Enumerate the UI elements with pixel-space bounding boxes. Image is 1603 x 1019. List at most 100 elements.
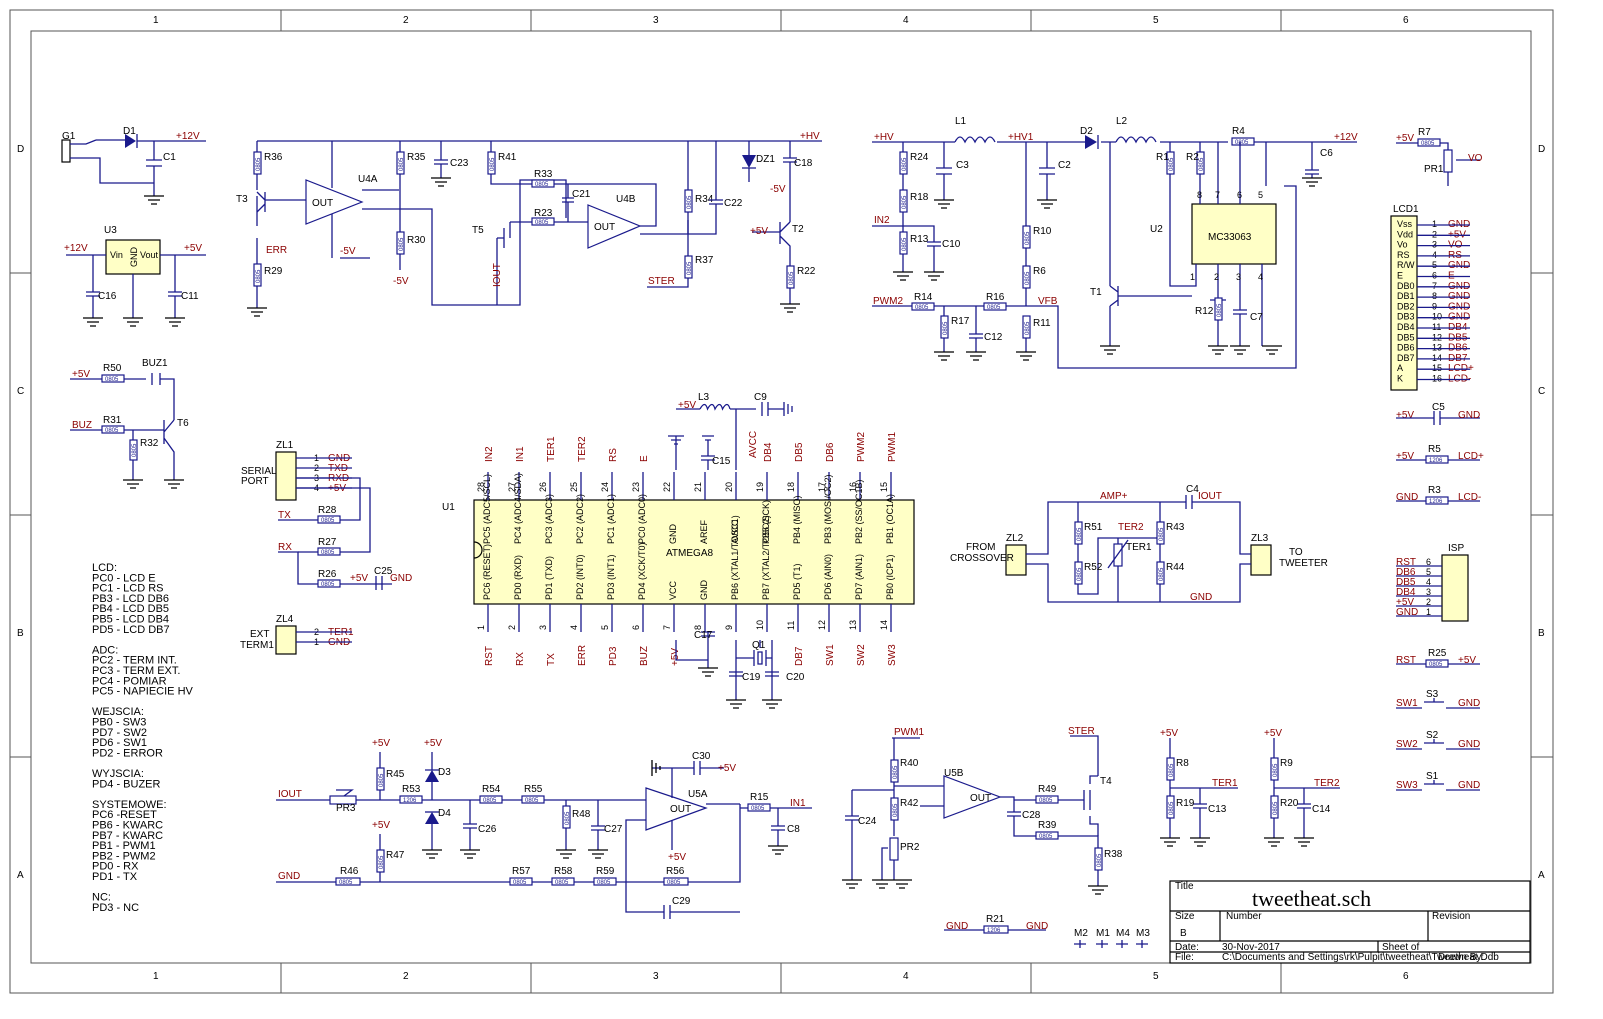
lcd1-pin-num-5: 5 bbox=[1432, 260, 1437, 270]
u1-bottom-pin-name-4: PD2 (INT0) bbox=[575, 554, 585, 600]
r10-package: 0805 bbox=[1025, 231, 1031, 245]
date-value: 30-Nov-2017 bbox=[1222, 942, 1280, 953]
u1-top-pin-name-5: PC1 (ADC1) bbox=[606, 494, 616, 544]
net-12v-u3: +12V bbox=[64, 243, 88, 254]
u5b-opamp bbox=[943, 775, 1002, 819]
r44-resistor bbox=[1156, 561, 1165, 585]
net-5v-c30: +5V bbox=[718, 763, 736, 774]
net-err: ERR bbox=[266, 245, 287, 256]
r37-label: R37 bbox=[695, 255, 714, 266]
r39-package: 0805 bbox=[1039, 834, 1053, 840]
d2-diode bbox=[1085, 135, 1097, 149]
r8-resistor bbox=[1166, 757, 1175, 781]
lcd1-pin-num-3: 3 bbox=[1432, 240, 1437, 250]
isp-net-4: DB4 bbox=[1396, 587, 1416, 598]
u1-bottom-pin-num-14: 14 bbox=[879, 620, 889, 630]
grid-col-bottom-4: 4 bbox=[903, 971, 909, 982]
zl3-connector bbox=[1250, 544, 1272, 576]
r6-label: R6 bbox=[1033, 266, 1046, 277]
r54-package: 0805 bbox=[483, 798, 497, 804]
net-sw3: SW3 bbox=[1396, 780, 1418, 791]
net-12v-top: +12V bbox=[176, 131, 200, 142]
r39-resistor bbox=[1035, 831, 1059, 840]
net-5v-u3: +5V bbox=[184, 243, 202, 254]
r29-resistor bbox=[253, 263, 262, 287]
s1-label: S1 bbox=[1426, 771, 1439, 782]
u1-bottom-pin-name-11: PD5 (T1) bbox=[792, 563, 802, 600]
c27-label: C27 bbox=[604, 824, 623, 835]
number-label: Number bbox=[1226, 911, 1262, 922]
r23-package: 0805 bbox=[535, 220, 549, 226]
r53-resistor bbox=[399, 795, 423, 804]
note-line-26: PB6 - KWARC bbox=[92, 820, 163, 832]
u1-bottom-pin-name-12: PD6 (AIN0) bbox=[823, 554, 833, 600]
c13-label: C13 bbox=[1208, 804, 1227, 815]
r54-resistor bbox=[479, 795, 503, 804]
net-vo: VO bbox=[1468, 153, 1483, 164]
c3-label: C3 bbox=[956, 160, 969, 171]
net-gnd-s2: GND bbox=[1458, 739, 1480, 750]
grid-col-bottom-1: 1 bbox=[153, 971, 159, 982]
note-line-11: PC3 - TERM EXT. bbox=[92, 665, 180, 677]
r52-package: 0805 bbox=[1077, 567, 1083, 581]
title-block: Title tweetheat.sch Size B Number Revisi… bbox=[1169, 880, 1531, 964]
u1-bottom-pin-name-14: PB0 (ICP1) bbox=[885, 554, 895, 600]
r28-label: R28 bbox=[318, 505, 337, 516]
u1-top-net-14: PWM1 bbox=[887, 432, 898, 462]
u4b-opamp bbox=[587, 204, 642, 249]
r8-package: 0805 bbox=[1169, 763, 1175, 777]
u1-bottom-pin-name-2: PD0 (RXD) bbox=[513, 555, 523, 600]
r20-resistor bbox=[1270, 795, 1279, 819]
isp-net-2: DB6 bbox=[1396, 567, 1416, 578]
u4a-ref: U4A bbox=[358, 174, 378, 185]
net-ampp: AMP+ bbox=[1100, 491, 1128, 502]
t4-label: T4 bbox=[1100, 776, 1112, 787]
r26-package: 0805 bbox=[321, 582, 335, 588]
net-5v-l3: +5V bbox=[678, 400, 696, 411]
l3-label: L3 bbox=[698, 392, 710, 403]
u1-top-pin-name-3: PC3 (ADC3) bbox=[544, 494, 554, 544]
c24-label: C24 bbox=[858, 816, 877, 827]
pr1-pot bbox=[1443, 149, 1453, 173]
file-value: C:\Documents and Settings\rk\Pulpit\twee… bbox=[1222, 952, 1499, 963]
r1-package: 0805 bbox=[1169, 157, 1175, 171]
u1-top-pin-num-21: 21 bbox=[693, 482, 703, 492]
d4-diode bbox=[425, 812, 439, 824]
net-pwm1: PWM1 bbox=[894, 727, 924, 738]
r7-label: R7 bbox=[1418, 127, 1431, 138]
m3-mount bbox=[1136, 940, 1148, 948]
grid-row-left-D: D bbox=[17, 144, 24, 155]
r51-package: 0805 bbox=[1077, 527, 1083, 541]
isp-connector bbox=[1441, 554, 1469, 622]
net-gnd-s3: GND bbox=[1458, 698, 1480, 709]
net-iout-u5: IOUT bbox=[278, 789, 302, 800]
r46-label: R46 bbox=[340, 866, 359, 877]
lcd1-pin-name-1: Vss bbox=[1397, 219, 1413, 229]
term-label-1: EXT bbox=[250, 629, 269, 640]
note-line-22: PD4 - BUZER bbox=[92, 778, 161, 790]
u1-top-pin-name-8: AREF bbox=[699, 519, 709, 544]
t1-label: T1 bbox=[1090, 287, 1102, 298]
u1-top-pin-name-12: PB3 (MOSI/OC2) bbox=[823, 474, 833, 544]
u1-top-net-12: DB6 bbox=[825, 442, 836, 462]
r20-package: 0805 bbox=[1273, 801, 1279, 815]
lcd1-pin-num-16: 16 bbox=[1432, 374, 1442, 384]
net-5v-buz: +5V bbox=[72, 369, 90, 380]
r33-package: 0805 bbox=[535, 182, 549, 188]
u1-bottom-pin-num-1: 1 bbox=[476, 625, 486, 630]
u1-top-pin-name-11: PB4 (MISO) bbox=[792, 495, 802, 544]
r49-label: R49 bbox=[1038, 784, 1057, 795]
s3-label: S3 bbox=[1426, 689, 1439, 700]
u1-bottom-pin-name-9: PB6 (XTAL1/TOSC1) bbox=[730, 515, 740, 600]
isp-pin-num-3: 4 bbox=[1426, 577, 1431, 587]
power-input-section: G1 D1 C1 +12V U3 Vin Vout GND +12V +5V C… bbox=[61, 126, 206, 489]
note-line-18: PD6 - SW1 bbox=[92, 737, 147, 749]
u1-top-pin-num-17: 17 bbox=[817, 482, 827, 492]
r19-resistor bbox=[1166, 795, 1175, 819]
net-m5v-u4: -5V bbox=[340, 246, 356, 257]
u2-mc33063 bbox=[1191, 203, 1277, 265]
r12-label: R12 bbox=[1195, 306, 1214, 317]
r44-label: R44 bbox=[1166, 562, 1185, 573]
net-gnd-cross: GND bbox=[1190, 592, 1212, 603]
